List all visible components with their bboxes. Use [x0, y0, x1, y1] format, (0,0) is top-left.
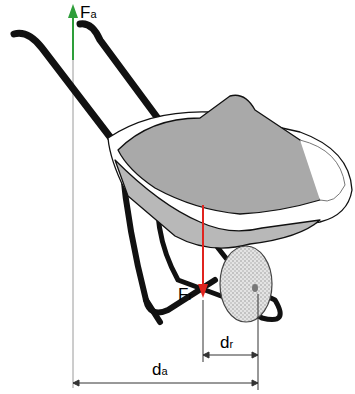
- force-arrow-r: [198, 205, 208, 298]
- wheel: [220, 246, 272, 322]
- force-label: Fa: [80, 4, 97, 21]
- force-arrow-a: [68, 4, 78, 388]
- wheelbarrow-tray: [108, 95, 352, 248]
- distance-label: dr: [220, 334, 233, 351]
- distance-label: da: [152, 361, 168, 378]
- force-label: Fr: [178, 286, 192, 303]
- dimension-lines: [73, 294, 258, 390]
